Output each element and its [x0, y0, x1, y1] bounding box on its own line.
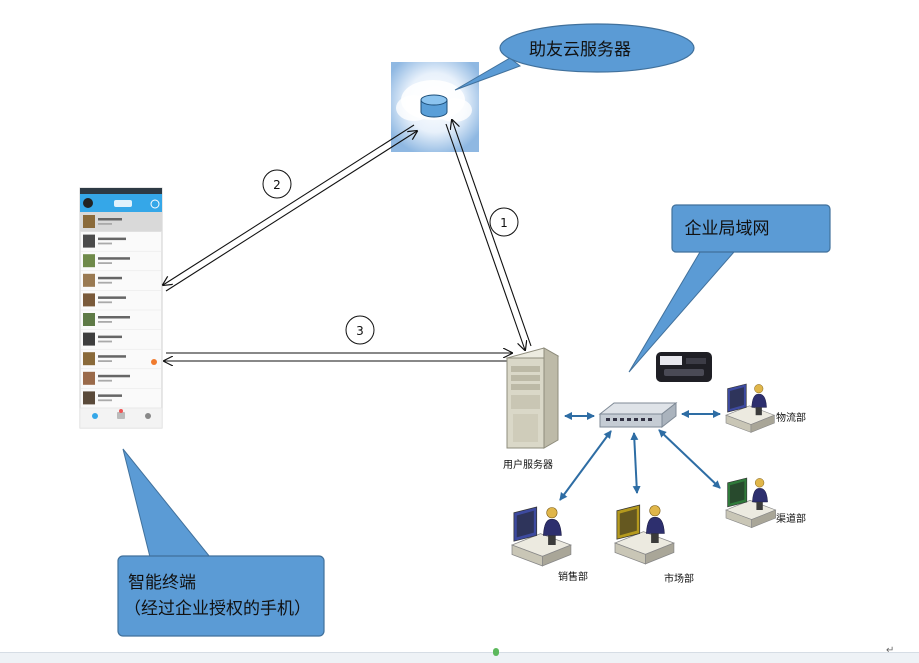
phone-list-item: [80, 215, 162, 232]
phone-list-item: [80, 254, 162, 272]
phone-list-item: [80, 371, 162, 389]
svg-text:2: 2: [273, 178, 281, 192]
phone-list-item: [80, 313, 162, 330]
lan-link-channel: [658, 429, 721, 489]
cloud-callout: 助友云服务器: [454, 23, 695, 91]
logistics-label: 物流部: [776, 411, 806, 424]
arrow-3-number: 3: [345, 315, 375, 345]
database-icon: [420, 94, 448, 118]
phone-list-item: [80, 332, 162, 350]
lan-link-market: [630, 432, 641, 494]
terminal-callout: 智能终端 （经过企业授权的手机）: [117, 448, 325, 637]
lan-link-sales: [559, 430, 612, 501]
phone-list-item: [80, 352, 162, 370]
page-marker-icon: [493, 648, 499, 656]
user-server-label: 用户服务器: [503, 458, 553, 471]
lan-callout-label: 企业局域网: [685, 219, 770, 239]
channel-workstation-icon: [725, 477, 777, 529]
arrow-3: [164, 353, 512, 361]
arrow-1: [445, 120, 532, 350]
channel-label: 渠道部: [776, 512, 806, 525]
svg-text:3: 3: [356, 324, 364, 338]
arrow-2-number: 2: [262, 169, 292, 199]
server-tower-icon: [505, 347, 560, 449]
paragraph-return-mark: ↵: [886, 645, 895, 656]
phone-image: [79, 187, 163, 429]
lan-callout: 企业局域网: [628, 204, 831, 373]
arrow-1-number: 1: [489, 207, 519, 237]
market-workstation-icon: [613, 504, 675, 565]
logistics-workstation-icon: [725, 383, 776, 433]
phone-list-item: [80, 234, 162, 252]
terminal-callout-line2: （经过企业授权的手机）: [124, 599, 311, 619]
cloud-server-image: [391, 62, 479, 152]
phone-list-item: [80, 293, 162, 311]
dongle-device-icon: [656, 352, 712, 382]
cloud-callout-label: 助友云服务器: [529, 40, 631, 60]
sales-label: 销售部: [558, 570, 588, 583]
terminal-callout-line1: 智能终端: [128, 573, 196, 593]
phone-list-item: [80, 273, 162, 291]
network-switch-icon: [598, 401, 678, 429]
arrow-2: [163, 124, 417, 292]
svg-text:1: 1: [500, 216, 508, 230]
bottom-status-bar: [0, 652, 919, 663]
market-label: 市场部: [664, 572, 694, 585]
sales-workstation-icon: [510, 506, 572, 567]
